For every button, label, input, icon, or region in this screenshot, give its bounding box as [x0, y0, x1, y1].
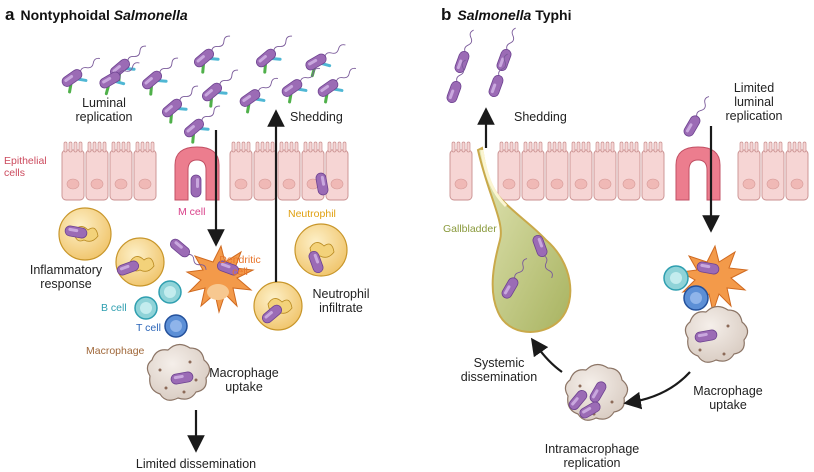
salmonella-bacterium [532, 234, 553, 279]
neutrophil-dendritic-left [115, 237, 165, 287]
t-cell-b [683, 285, 709, 311]
arrow-uptake-to-replication [623, 371, 691, 410]
salmonella-bacterium [170, 238, 207, 270]
salmonella-bacterium [315, 172, 329, 196]
salmonella-bacterium [305, 44, 346, 78]
salmonella-bacterium [170, 371, 194, 385]
epithelial-cell [785, 141, 809, 201]
salmonella-bacterium [262, 304, 282, 324]
epithelial-cell [617, 141, 641, 201]
salmonella-bacterium [317, 67, 356, 104]
salmonella-bacterium [454, 29, 474, 74]
label-t-cell: T cell [136, 322, 161, 334]
salmonella-bacterium [142, 57, 179, 96]
salmonella-bacterium [202, 69, 239, 108]
b-cell-a1 [134, 296, 158, 320]
salmonella-bacterium [488, 53, 508, 98]
epithelial-cell [569, 141, 593, 201]
epithelial-cell [109, 141, 133, 201]
gallbladder [476, 146, 572, 333]
m-cell-a [174, 146, 220, 201]
t-cell-a [164, 314, 188, 338]
salmonella-bacterium [162, 85, 199, 124]
salmonella-bacterium [696, 261, 720, 275]
epithelial-cell [521, 141, 545, 201]
epithelial-cell [761, 141, 785, 201]
epithelial-cell [641, 141, 665, 201]
salmonella-bacterium [99, 62, 140, 96]
epithelial-cell [593, 141, 617, 201]
label-shedding-a: Shedding [290, 110, 343, 124]
salmonella-bacterium [589, 381, 607, 403]
dendritic-cell-a [185, 244, 255, 314]
epithelial-layer-a [61, 141, 349, 201]
label-neutrophil: Neutrophil [288, 208, 336, 220]
b-cell-b [663, 265, 689, 291]
salmonella-bacterium [579, 401, 601, 419]
salmonella-bacterium [308, 250, 324, 274]
salmonella-bacterium [446, 59, 466, 104]
salmonella-bacterium [256, 35, 293, 74]
salmonella-bacterium [281, 67, 320, 104]
salmonella-bacterium [568, 390, 588, 410]
arrow-replication-to-systemic [530, 337, 563, 373]
epithelial-cell [277, 141, 301, 201]
b-cell-a2 [158, 280, 182, 304]
salmonella-bacteria [61, 27, 720, 419]
epithelial-cell [497, 141, 521, 201]
salmonella-bacterium [190, 174, 202, 198]
epithelial-cell [85, 141, 109, 201]
epithelial-cell [449, 141, 473, 201]
epithelial-cell [325, 141, 349, 201]
epithelial-cell [229, 141, 253, 201]
salmonella-bacterium [216, 260, 240, 276]
salmonella-bacterium [694, 329, 718, 343]
epithelial-cell [545, 141, 569, 201]
label-shedding-b: Shedding [514, 110, 567, 124]
salmonella-bacterium [496, 27, 516, 72]
macrophage-a [146, 343, 211, 401]
label-macrophage: Macrophage [86, 345, 145, 357]
m-cell-b [675, 146, 721, 201]
salmonella-bacterium [184, 105, 221, 144]
label-gallbladder: Gallbladder [443, 223, 497, 235]
salmonella-bacterium [239, 77, 278, 114]
label-b-cell: B cell [101, 302, 127, 314]
label-limited-dissemination: Limited dissemination [135, 457, 257, 471]
epithelial-cell [253, 141, 277, 201]
label-m-cell-a: M cell [178, 206, 206, 218]
epithelial-cell [61, 141, 85, 201]
salmonella-bacterium [501, 258, 528, 299]
salmonella-bacterium [683, 96, 710, 137]
salmonella-bacterium [64, 225, 88, 239]
epithelial-cell [737, 141, 761, 201]
epithelial-layer-b [449, 141, 809, 201]
salmonella-bacterium [61, 57, 100, 94]
epithelial-cell [133, 141, 157, 201]
salmonella-bacterium [194, 35, 231, 74]
salmonella-bacterium [116, 260, 140, 276]
